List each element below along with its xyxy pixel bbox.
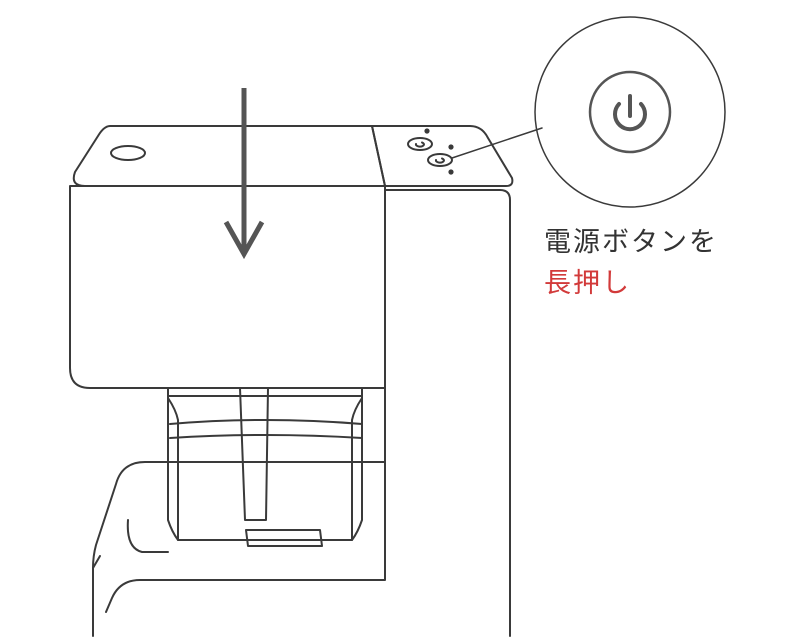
instruction-line-1: 電源ボタンを <box>544 227 718 258</box>
instruction-caption: 電源ボタンを 長押し <box>544 222 718 304</box>
power-button <box>427 153 453 167</box>
callout-leader <box>451 127 543 159</box>
power-icon <box>588 70 672 154</box>
carafe <box>167 387 363 547</box>
callout-circle <box>534 16 726 208</box>
program-button <box>407 137 433 151</box>
base-tray <box>92 461 386 637</box>
machine-body <box>384 189 511 637</box>
water-tank <box>69 125 386 389</box>
arrow-down-icon <box>223 88 265 260</box>
panel-buttons <box>407 128 454 175</box>
instruction-line-2: 長押し <box>544 268 631 299</box>
